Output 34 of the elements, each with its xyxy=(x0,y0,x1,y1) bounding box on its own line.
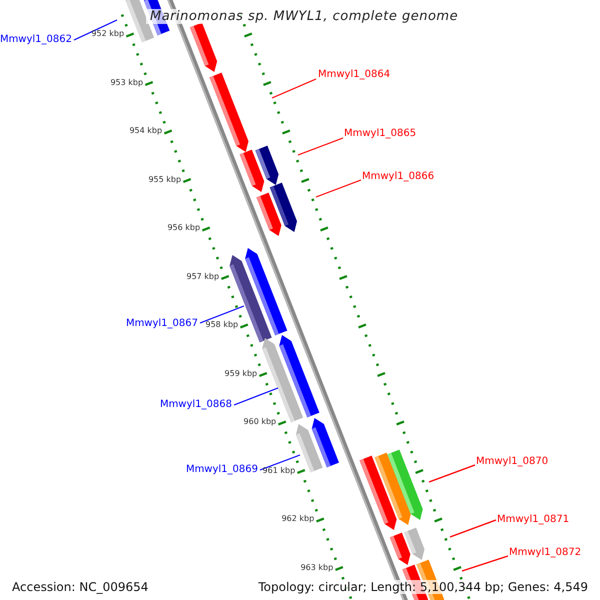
leader-line xyxy=(462,555,508,572)
gene-label: Mmwyl1_0870 xyxy=(476,457,548,467)
scale-label: 956 kbp xyxy=(167,224,200,232)
leader-line xyxy=(272,78,316,99)
scale-label: 953 kbp xyxy=(110,78,144,86)
leader-line xyxy=(428,464,476,483)
leader-line xyxy=(74,19,118,41)
gene-label: Mmwyl1_0862 xyxy=(0,35,72,45)
leader-line xyxy=(450,519,496,538)
scale-label: 958 kbp xyxy=(206,321,238,329)
scale-label: 963 kbp xyxy=(300,564,334,572)
leader-line xyxy=(298,137,344,156)
gene-label: Mmwyl1_0869 xyxy=(186,465,258,475)
scale-label: 952 kbp xyxy=(91,30,124,38)
leader-line xyxy=(316,179,362,198)
scale-label: 954 kbp xyxy=(129,127,162,135)
gene-label: Mmwyl1_0866 xyxy=(362,172,434,182)
leader-line xyxy=(200,305,244,324)
scale-label: 959 kbp xyxy=(224,370,258,378)
gene-label: Mmwyl1_0871 xyxy=(497,515,570,525)
gene-label: Mmwyl1_0872 xyxy=(509,548,582,558)
gene-label: Mmwyl1_0867 xyxy=(126,319,198,329)
scale-label: 962 kbp xyxy=(282,515,314,523)
gene-label: Mmwyl1_0864 xyxy=(318,70,390,80)
accession-note: Accession: NC_009654 xyxy=(10,580,150,594)
leader-line xyxy=(260,454,300,471)
genome-summary: Topology: circular; Length: 5,100,344 bp; Genes: 4,549 xyxy=(256,580,590,594)
scale-label: 957 kbp xyxy=(186,272,220,280)
gene-label: Mmwyl1_0868 xyxy=(160,400,232,410)
leader-line xyxy=(234,387,278,406)
scale-label: 955 kbp xyxy=(148,176,182,184)
gene-label: Mmwyl1_0865 xyxy=(344,129,416,139)
scale-label: 960 kbp xyxy=(244,418,276,426)
scale-label: 961 kbp xyxy=(262,466,296,474)
